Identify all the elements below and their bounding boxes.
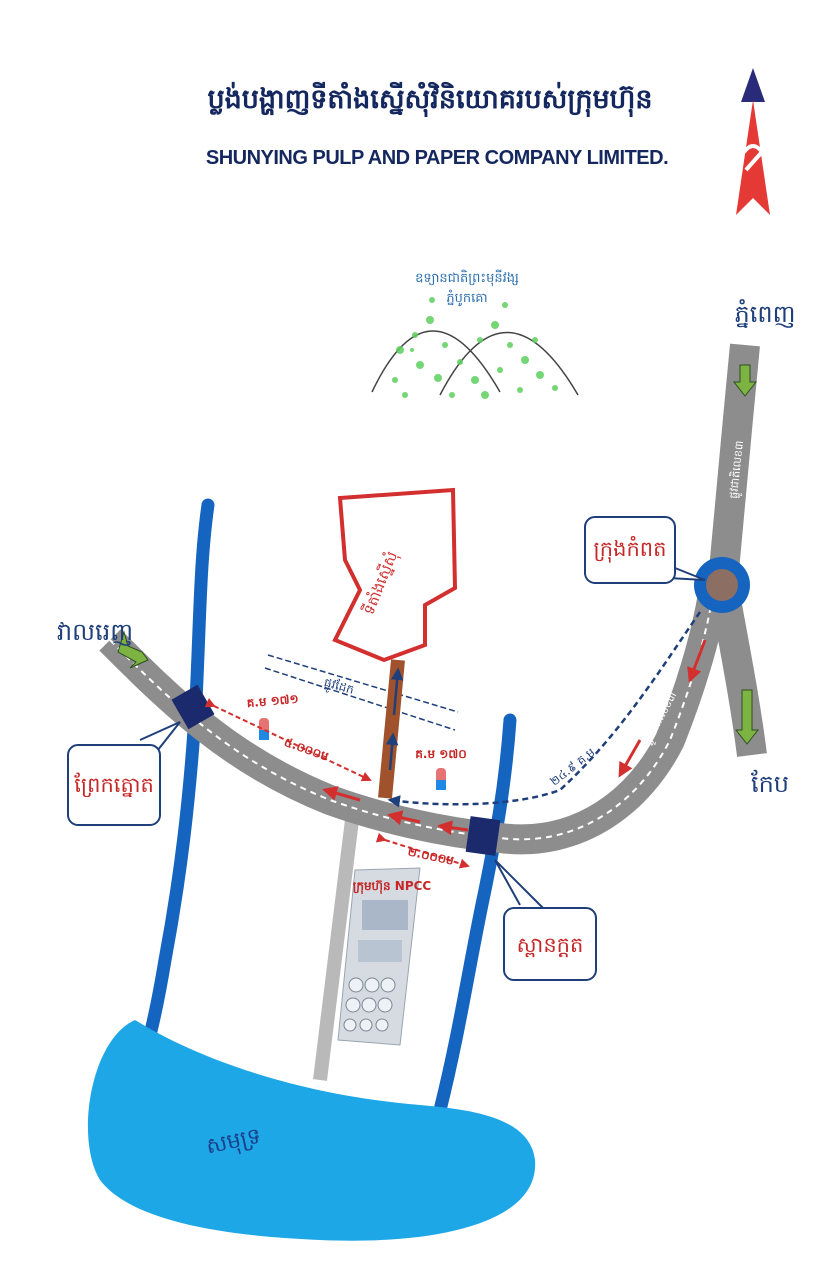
proposed-site-outline — [332, 487, 458, 663]
site-access-arrows — [385, 667, 404, 771]
callout-kampot-label: ក្រុងកំពត — [594, 536, 667, 563]
sea — [87, 1020, 536, 1241]
river-east — [433, 713, 517, 1117]
factory-block — [337, 867, 421, 1046]
callout-kampot: ក្រុងកំពត — [584, 516, 706, 584]
place-veal-renh: វាលរេញ — [57, 618, 133, 646]
distance-left-label: ៥.០០០ម — [282, 735, 331, 764]
mountain-label-line1: ឧទ្យានជាតិព្រះមុនីវង្ស — [415, 269, 519, 287]
mountain-label-line2: ភ្នំបូកគោ — [446, 289, 487, 307]
roundabout-monument-icon — [706, 569, 738, 601]
place-kep: កែប — [751, 769, 789, 798]
callout-prek-tnaot-label: ព្រែកត្នោត — [74, 772, 154, 798]
callout-prek-tnaot: ព្រែកត្នោត — [67, 721, 181, 826]
access-road — [313, 819, 359, 1081]
km-marker-left-label: គ.ម ១៧១ — [246, 692, 299, 710]
callout-spean-label: ស្ពានក្តត — [517, 933, 584, 958]
callout-spean: ស្ពានក្តត — [494, 859, 597, 981]
bridge-spean — [465, 816, 501, 856]
route-arrows — [322, 639, 707, 836]
title-khmer: ប្លង់បង្ហាញទីតាំងស្នើសុំវិនិយោគរបស់ក្រុម… — [207, 81, 652, 118]
route-distance-km: ២៤.៩ គ.ម — [547, 745, 597, 789]
distance-bottom-label: ២.០០០ម — [407, 844, 456, 867]
place-phnom-penh: ភ្នំពេញ — [735, 299, 796, 328]
river-west — [143, 498, 215, 1042]
north-arrow-icon — [736, 68, 770, 215]
route-dashed-from-kampot — [387, 611, 702, 808]
title-english: SHUNYING PULP AND PAPER COMPANY LIMITED. — [206, 147, 668, 169]
railway-label: ផ្លូវដែក — [322, 674, 356, 699]
bridge-prek-tnaot — [171, 684, 215, 730]
distance-line-bottom — [375, 832, 470, 869]
arrow-to-veal-renh-icon — [117, 630, 149, 669]
railway-line-top — [267, 654, 459, 713]
distance-line-left — [204, 698, 372, 782]
mountain-icon — [371, 297, 579, 399]
km-marker-right-label: គ.ម ១៧០ — [415, 747, 466, 761]
arrow-to-kep-icon — [734, 689, 760, 745]
arrow-to-phnom-penh-icon — [732, 364, 758, 397]
km-marker-right-icon — [436, 768, 446, 790]
factory-label: ក្រុមហ៊ុន NPCC — [353, 879, 432, 895]
